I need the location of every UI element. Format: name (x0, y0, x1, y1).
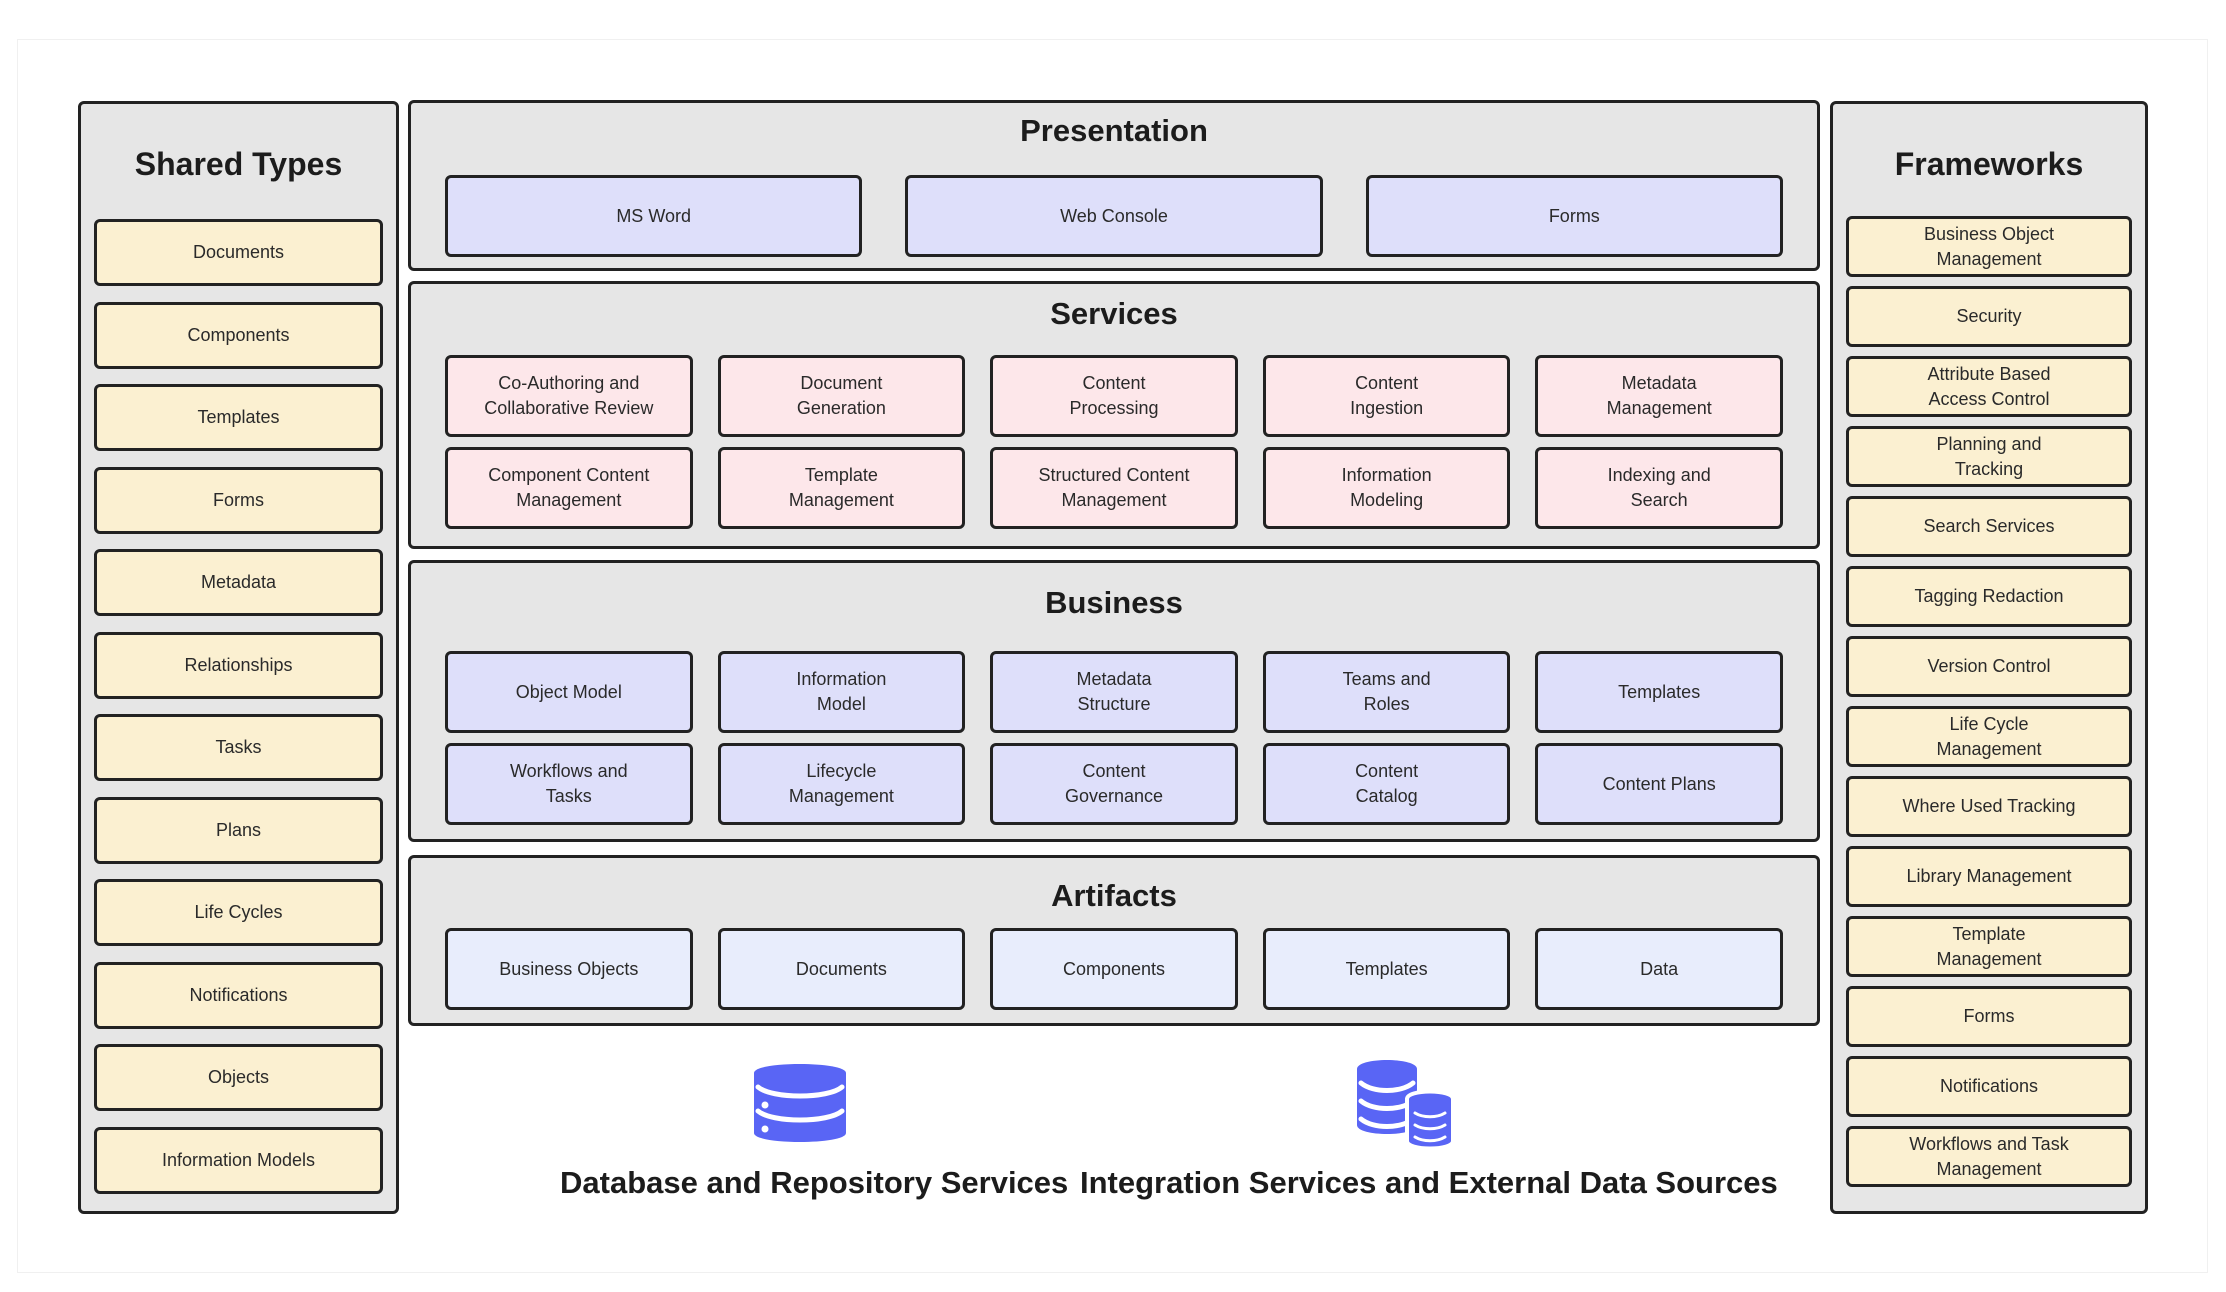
database-services: Database and Repository Services (560, 1055, 1069, 1201)
business-title: Business (1045, 585, 1183, 620)
services-item-content-processing: Content Processing (990, 355, 1238, 437)
multi-database-icon (1357, 1060, 1455, 1151)
frameworks-item-search-services: Search Services (1846, 496, 2132, 557)
artifacts-item-documents: Documents (717, 928, 966, 1010)
business-item-content-catalog: Content Catalog (1262, 743, 1511, 825)
database-icon (754, 1064, 846, 1142)
frameworks-item-security: Security (1846, 286, 2132, 347)
services-layer: Services Co-Authoring and Collaborative … (408, 281, 1820, 549)
database-services-label: Database and Repository Services (560, 1165, 1069, 1200)
services-item-indexing-and-search: Indexing and Search (1535, 447, 1783, 529)
business-item-metadata-structure: Metadata Structure (990, 651, 1238, 733)
services-item-structured-content-management: Structured Content Management (990, 447, 1238, 529)
frameworks-title: Frameworks (1894, 146, 2084, 182)
frameworks-item-library-management: Library Management (1846, 846, 2132, 907)
shared-types-item-objects: Objects (94, 1044, 383, 1111)
services-item-template-management: Template Management (717, 447, 966, 529)
services-item-information-modeling: Information Modeling (1262, 447, 1511, 529)
artifacts-item-templates: Templates (1262, 928, 1511, 1010)
shared-types-item-plans: Plans (94, 796, 383, 864)
services-item-document-generation: Document Generation (717, 355, 966, 437)
frameworks-item-notifications: Notifications (1846, 1056, 2132, 1117)
shared-types-title: Shared Types (134, 146, 343, 182)
business-item-object-model: Object Model (445, 651, 693, 733)
frameworks-item-forms: Forms (1846, 986, 2132, 1047)
business-item-lifecycle-management: Lifecycle Management (717, 743, 966, 825)
presentation-item-forms: Forms (1365, 175, 1783, 257)
business-item-information-model: Information Model (717, 651, 966, 733)
frameworks-item-where-used-tracking: Where Used Tracking (1846, 776, 2132, 837)
shared-types-item-tasks: Tasks (94, 714, 383, 781)
frameworks-item-planning-and-tracking: Planning and Tracking (1846, 426, 2132, 487)
presentation-layer: Presentation MS Word Web Console Forms (408, 100, 1820, 271)
frameworks-item-business-object-management: Business Object Management (1846, 216, 2132, 277)
artifacts-title: Artifacts (1051, 878, 1177, 913)
shared-types-item-notifications: Notifications (94, 961, 383, 1029)
shared-types-item-life-cycles: Life Cycles (94, 879, 383, 946)
business-item-teams-and-roles: Teams and Roles (1262, 651, 1511, 733)
services-title: Services (1050, 296, 1178, 331)
presentation-title: Presentation (1020, 113, 1208, 148)
artifacts-item-data: Data (1535, 928, 1783, 1010)
frameworks-item-workflows-and-task-management: Workflows and Task Management (1846, 1126, 2132, 1187)
frameworks-item-attribute-based-access-control: Attribute Based Access Control (1846, 356, 2132, 417)
business-item-templates: Templates (1535, 651, 1783, 733)
business-layer: Business Object Model Information Model Me… (408, 560, 1820, 842)
business-item-content-governance: Content Governance (990, 743, 1238, 825)
frameworks-item-version-control: Version Control (1846, 636, 2132, 697)
shared-types-item-templates: Templates (94, 384, 383, 451)
artifacts-item-components: Components (990, 928, 1238, 1010)
frameworks-item-tagging-redaction: Tagging Redaction (1846, 566, 2132, 627)
services-item-component-content-management: Component Content Management (445, 447, 693, 529)
frameworks-item-life-cycle-management: Life Cycle Management (1846, 706, 2132, 767)
integration-services: Integration Services and External Data S… (1080, 1055, 1778, 1201)
shared-types-item-relationships: Relationships (94, 631, 383, 699)
services-item-co-authoring-and-collaborative-review: Co-Authoring and Collaborative Review (445, 355, 693, 437)
shared-types-item-components: Components (94, 301, 383, 369)
presentation-item-ms-word: MS Word (445, 175, 863, 257)
services-item-metadata-management: Metadata Management (1535, 355, 1783, 437)
shared-types-item-forms: Forms (94, 466, 383, 534)
integration-services-label: Integration Services and External Data S… (1080, 1165, 1778, 1200)
shared-types-item-documents: Documents (94, 219, 383, 286)
services-item-content-ingestion: Content Ingestion (1262, 355, 1511, 437)
artifacts-item-business-objects: Business Objects (445, 928, 693, 1010)
business-item-content-plans: Content Plans (1535, 743, 1783, 825)
business-item-workflows-and-tasks: Workflows and Tasks (445, 743, 693, 825)
presentation-item-web-console: Web Console (905, 175, 1323, 257)
frameworks-item-template-management: Template Management (1846, 916, 2132, 977)
artifacts-layer: Artifacts Business Objects Documents Compo… (408, 855, 1820, 1026)
shared-types-item-information-models: Information Models (94, 1126, 383, 1194)
shared-types-item-metadata: Metadata (94, 549, 383, 616)
